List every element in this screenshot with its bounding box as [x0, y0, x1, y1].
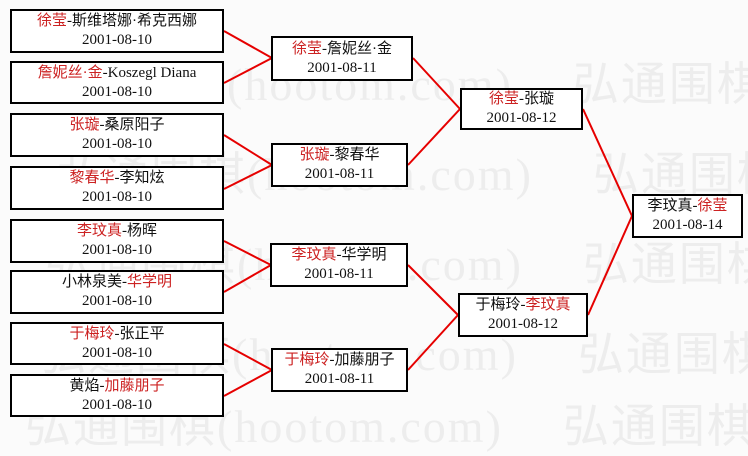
player-left: 于梅玲: [69, 325, 115, 342]
match-players: 徐莹-斯维塔娜·希克西娜: [37, 12, 197, 31]
player-right: -加藤朋子: [329, 352, 395, 368]
match-date: 2001-08-10: [82, 396, 152, 413]
match-box-r2m1: 徐莹-詹妮丝·金 2001-08-11: [271, 36, 413, 81]
match-date: 2001-08-10: [82, 293, 152, 309]
player-right: -Koszegl Diana: [102, 64, 197, 81]
match-date: 2001-08-11: [304, 371, 375, 387]
match-date: 2001-08-11: [307, 59, 377, 76]
match-box-final: 李玟真-徐莹 2001-08-14: [632, 194, 743, 238]
player-right: -张璇: [519, 91, 554, 107]
match-box-r3m2: 于梅玲-李玟真 2001-08-12: [458, 293, 588, 337]
connector-line: [223, 134, 273, 166]
match-box-r1m3: 张璇-桑原阳子 2001-08-10: [10, 113, 224, 157]
player-left: 詹妮丝·金: [37, 64, 103, 81]
connector-line: [412, 57, 461, 110]
player-right: -黎春华: [329, 147, 380, 163]
match-date: 2001-08-11: [304, 266, 374, 282]
connector-line: [223, 369, 273, 397]
match-date: 2001-08-10: [82, 189, 152, 205]
tournament-bracket-page: { "colors": { "connector_red": "#e60000"…: [10, 9, 748, 452]
match-players: 于梅玲-加藤朋子: [284, 351, 394, 370]
match-box-r1m8: 黄焰-加藤朋子 2001-08-10: [10, 374, 224, 417]
player-right: -张正平: [114, 325, 165, 342]
player-left: 黎春华: [69, 170, 115, 186]
match-players: 张璇-桑原阳子: [69, 116, 164, 135]
match-box-r1m6: 小林泉美-华学明 2001-08-10: [10, 270, 224, 314]
connector-line: [223, 164, 273, 190]
player-left: 黄焰-: [69, 377, 105, 394]
match-date: 2001-08-12: [486, 110, 557, 126]
match-players: 徐莹-詹妮丝·金: [292, 40, 392, 59]
match-players: 徐莹-张璇: [489, 90, 554, 109]
match-players: 于梅玲-李玟真: [475, 296, 570, 315]
match-date: 2001-08-10: [82, 242, 152, 258]
match-box-r1m4: 黎春华-李知炫 2001-08-10: [10, 166, 224, 210]
player-left: 张璇: [69, 117, 100, 133]
match-date: 2001-08-10: [82, 83, 152, 100]
connector-line: [587, 215, 633, 316]
match-players: 小林泉美-华学明: [62, 273, 172, 292]
connector-line: [223, 240, 272, 266]
connector-line: [223, 57, 273, 84]
match-date: 2001-08-12: [488, 316, 558, 332]
connector-line: [582, 108, 633, 217]
match-players: 李玟真-杨晖: [77, 222, 157, 241]
player-right: -斯维塔娜·希克西娜: [67, 13, 197, 29]
match-date: 2001-08-10: [82, 344, 152, 361]
match-players: 李玟真-徐莹: [647, 197, 727, 216]
player-left: 李玟真-: [647, 198, 698, 214]
match-date: 2001-08-10: [82, 32, 152, 48]
player-left: 李玟真: [76, 223, 122, 239]
player-left: 于梅玲-: [475, 297, 526, 313]
match-players: 黄焰-加藤朋子: [69, 377, 164, 396]
match-date: 2001-08-10: [82, 136, 152, 152]
match-players: 黎春华-李知炫: [69, 169, 164, 188]
match-box-r1m1: 徐莹-斯维塔娜·希克西娜 2001-08-10: [10, 9, 224, 53]
match-players: 张璇-黎春华: [299, 146, 379, 165]
player-left: 于梅玲: [284, 352, 330, 368]
connector-line: [223, 343, 273, 371]
connector-line: [223, 30, 273, 59]
player-left: 徐莹: [291, 40, 322, 57]
match-box-r2m2: 张璇-黎春华 2001-08-11: [271, 143, 408, 187]
player-right: -华学明: [336, 247, 387, 263]
player-left: 小林泉美-: [61, 274, 127, 290]
player-right: 李玟真: [525, 297, 571, 313]
connector-line: [407, 264, 459, 316]
player-right: 加藤朋子: [104, 377, 165, 394]
match-box-r2m3: 李玟真-华学明 2001-08-11: [270, 243, 408, 287]
player-right: 徐莹: [697, 198, 728, 214]
player-left: 张璇: [299, 147, 330, 163]
match-box-r3m1: 徐莹-张璇 2001-08-12: [460, 88, 583, 130]
match-box-r2m4: 于梅玲-加藤朋子 2001-08-11: [271, 348, 408, 392]
match-box-r1m5: 李玟真-杨晖 2001-08-10: [10, 219, 224, 263]
connector-lines: [223, 30, 633, 397]
player-right: -詹妮丝·金: [322, 40, 392, 57]
match-players: 詹妮丝·金-Koszegl Diana: [38, 64, 197, 83]
player-left: 徐莹: [488, 91, 519, 107]
connector-line: [407, 314, 459, 371]
player-right: -李知炫: [114, 170, 165, 186]
match-players: 李玟真-华学明: [291, 246, 386, 265]
player-right: -杨晖: [122, 223, 157, 239]
player-left: 李玟真: [291, 247, 337, 263]
match-players: 于梅玲-张正平: [69, 325, 164, 344]
match-box-r1m7: 于梅玲-张正平 2001-08-10: [10, 322, 224, 365]
connector-line: [223, 264, 272, 293]
player-right: -桑原阳子: [99, 117, 165, 133]
player-right: 华学明: [126, 274, 172, 290]
match-date: 2001-08-14: [652, 217, 723, 233]
match-date: 2001-08-11: [304, 166, 375, 182]
connector-line: [407, 108, 461, 166]
player-left: 徐莹: [36, 13, 67, 29]
match-box-r1m2: 詹妮丝·金-Koszegl Diana 2001-08-10: [10, 61, 224, 104]
